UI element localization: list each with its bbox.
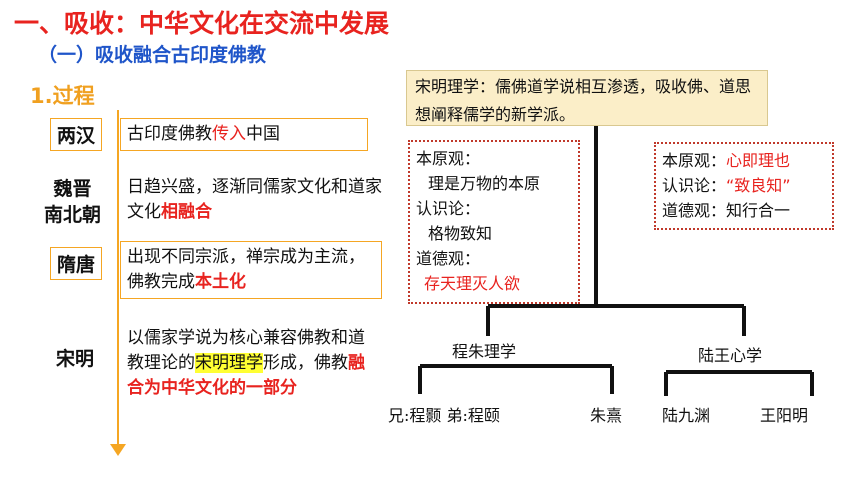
luwang-ontology-key: 本原观： <box>662 151 727 170</box>
desc-sui-text: 出现不同宗派，禅宗成为主流，佛教完成 <box>127 247 365 292</box>
desc-song-text1: 以儒家学说为核心兼容佛教和道教理论的 <box>127 328 365 373</box>
chengzhu-ethics-key: 道德观： <box>416 249 481 268</box>
chengzhu-ontology-key: 本原观： <box>416 149 481 168</box>
desc-sui-red: 本土化 <box>195 272 246 292</box>
chengzhu-details-box: 本原观： 理是万物的本原 认识论： 格物致知 道德观： 存天理灭人欲 <box>408 140 580 304</box>
desc-wei-text: 日趋兴盛，逐渐同儒家文化和道家文化 <box>127 177 382 222</box>
desc-wei: 日趋兴盛，逐渐同儒家文化和道家文化相融合 <box>127 175 389 225</box>
school-luwang: 陆王心学 <box>698 346 763 365</box>
luwang-epistemology-value: “致良知” <box>726 176 791 195</box>
section-subtitle: （一）吸收融合古印度佛教 <box>38 44 267 66</box>
page-title: 一、吸收：中华文化在交流中发展 <box>14 9 390 38</box>
timeline-arrow-icon <box>110 444 126 456</box>
desc-han-end: 中国 <box>246 124 280 144</box>
luwang-details-box: 本原观：心即理也 认识论：“致良知” 道德观：知行合一 <box>654 142 834 230</box>
timeline-axis <box>117 110 119 450</box>
zhu-xi: 朱熹 <box>590 406 623 425</box>
luwang-ethics-value: 知行合一 <box>726 201 791 220</box>
lu-jiuyuan: 陆九渊 <box>662 406 711 425</box>
chengzhu-epistemology-key: 认识论： <box>416 199 481 218</box>
luwang-ethics: 道德观：知行合一 <box>662 198 826 223</box>
desc-song-highlight: 宋明理学 <box>195 353 263 373</box>
period-wei-line2: 南北朝 <box>44 204 102 226</box>
desc-han: 古印度佛教传入中国 <box>120 118 368 151</box>
desc-han-red: 传入 <box>212 124 246 144</box>
luwang-epistemology: 认识论：“致良知” <box>662 173 826 198</box>
wang-yangming: 王阳明 <box>760 406 809 425</box>
desc-wei-red: 相融合 <box>161 202 212 222</box>
chengzhu-ontology-value: 理是万物的本原 <box>428 174 541 193</box>
desc-song-text2: 形成，佛教 <box>263 353 348 373</box>
luwang-ontology-value: 心即理也 <box>726 151 791 170</box>
chengzhu-epistemology-value: 格物致知 <box>428 224 493 243</box>
period-wei-line1: 魏晋 <box>53 178 92 200</box>
chengzhu-ethics-value: 存天理灭人欲 <box>424 274 521 293</box>
desc-song-red: 融合为中华文化的一部分 <box>127 353 365 398</box>
process-label: 1.过程 <box>30 84 95 108</box>
luwang-epistemology-key: 认识论： <box>662 176 727 195</box>
songming-definition-box: 宋明理学：儒佛道学说相互渗透，吸收佛、道思想阐释儒学的新学派。 <box>406 70 768 126</box>
luwang-ontology: 本原观：心即理也 <box>662 148 826 173</box>
desc-sui: 出现不同宗派，禅宗成为主流，佛教完成本土化 <box>120 241 382 299</box>
period-song: 宋明 <box>56 348 95 370</box>
desc-song: 以儒家学说为核心兼容佛教和道教理论的宋明理学形成，佛教融合为中华文化的一部分 <box>127 326 367 401</box>
period-han: 两汉 <box>50 118 103 151</box>
school-chengzhu: 程朱理学 <box>452 342 517 361</box>
luwang-ethics-key: 道德观： <box>662 201 727 220</box>
cheng-brothers: 兄:程颢 弟:程颐 <box>388 406 500 425</box>
period-sui: 隋唐 <box>50 247 103 280</box>
desc-han-text: 古印度佛教 <box>127 124 212 144</box>
period-wei: 魏晋 南北朝 <box>44 176 101 228</box>
